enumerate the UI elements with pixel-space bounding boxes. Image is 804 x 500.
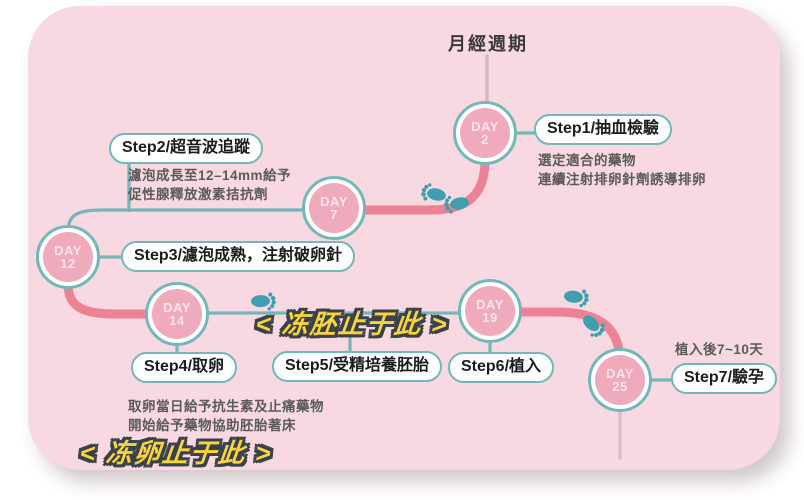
step1-note-line2: 連續注射排卵針劑誘導排卵 (538, 171, 706, 187)
step6-box: Step6/植入 (448, 352, 555, 383)
step5-box: Step5/受精培養胚胎 (272, 351, 443, 382)
day-number: 7 (330, 207, 338, 222)
day-25-marker: DAY 25 (588, 348, 652, 412)
step1-note-line1: 選定適合的藥物 (538, 153, 636, 168)
day-circle: DAY 7 (309, 183, 359, 233)
day-number: 12 (60, 256, 76, 271)
step3-box: Step3/濾泡成熟，注射破卵針 (121, 241, 356, 272)
day-prefix: DAY (320, 194, 348, 209)
freeze-embryo-banner: < 冻胚止于此 > (254, 309, 451, 339)
day-circle: DAY 2 (460, 108, 510, 158)
day-number: 2 (481, 132, 489, 147)
path-day12-day14 (63, 279, 155, 319)
day-prefix: DAY (606, 366, 634, 381)
day-14-marker: DAY 14 (145, 282, 209, 346)
path-day19-day25 (517, 307, 624, 355)
step4-note-line2: 開始給予藥物協助胚胎著床 (128, 417, 296, 433)
day-circle: DAY 12 (43, 232, 93, 282)
step1-note: 選定適合的藥物 連續注射排卵針劑誘導排卵 (538, 152, 706, 190)
step2-note-line2: 促性腺釋放激素拮抗劑 (128, 186, 268, 202)
step4-note-line1: 取卵當日給予抗生素及止痛藥物 (128, 399, 324, 414)
freeze-egg-banner: < 冻卵止于此 > (78, 438, 275, 468)
day-number: 14 (169, 313, 185, 328)
day-prefix: DAY (471, 119, 499, 134)
day-2-marker: DAY 2 (453, 101, 517, 165)
step4-note: 取卵當日給予抗生素及止痛藥物 開始給予藥物協助胚胎著床 (128, 398, 324, 436)
step2-box: Step2/超音波追蹤 (109, 133, 264, 164)
day-circle: DAY 14 (152, 289, 202, 339)
day-circle: DAY 19 (465, 286, 515, 336)
day-prefix: DAY (54, 243, 82, 258)
step4-box: Step4/取卵 (131, 352, 238, 383)
day-7-marker: DAY 7 (302, 176, 366, 240)
step7-box: Step7/驗孕 (671, 363, 778, 394)
diagram-card (28, 6, 780, 470)
day-circle: DAY 25 (595, 355, 645, 405)
step2-note-line1: 濾泡成長至12–14mm給予 (128, 168, 292, 183)
day-prefix: DAY (476, 297, 504, 312)
diagram-title: 月經週期 (448, 34, 528, 54)
step7-note-above: 植入後7~10天 (675, 342, 764, 357)
day-number: 25 (612, 379, 628, 394)
step2-note: 濾泡成長至12–14mm給予 促性腺釋放激素拮抗劑 (128, 167, 291, 205)
footprint-icon (563, 287, 590, 308)
day-12-marker: DAY 12 (36, 225, 100, 289)
footprint-icon (419, 181, 448, 205)
day-number: 19 (482, 310, 498, 325)
day-19-marker: DAY 19 (458, 279, 522, 343)
path-day7-day12 (66, 208, 306, 231)
step1-box: Step1/抽血檢驗 (534, 114, 673, 145)
day-prefix: DAY (163, 300, 191, 315)
